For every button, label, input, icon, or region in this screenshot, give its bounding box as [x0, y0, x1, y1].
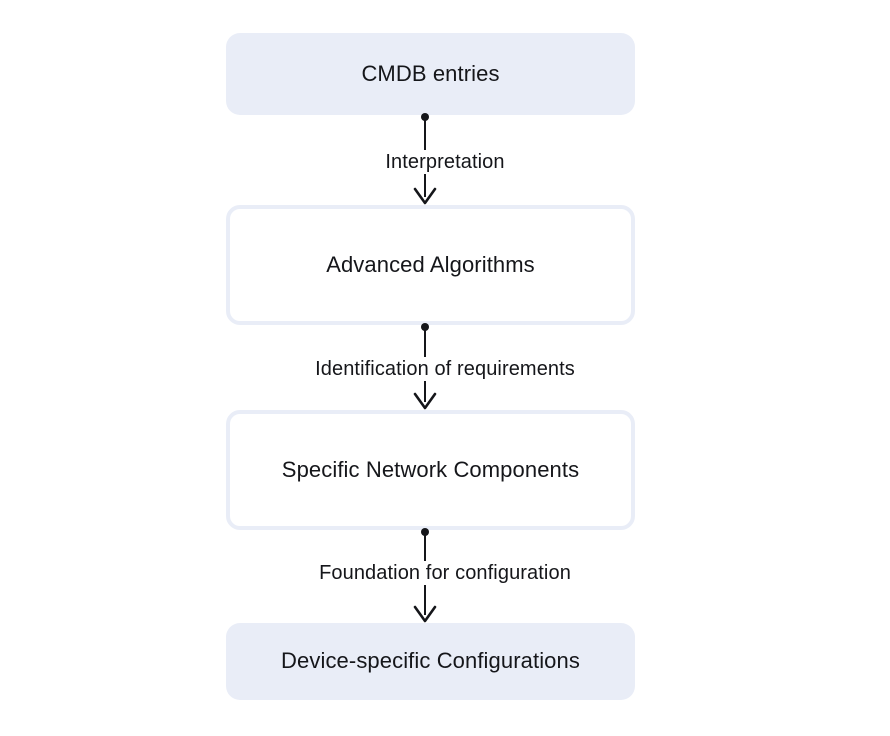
flow-node-label: Advanced Algorithms [326, 251, 535, 277]
flow-node-label: Specific Network Components [281, 456, 580, 482]
flow-edge-label-interpretation: Interpretation [0, 150, 890, 174]
connector-chevron-arrowhead-icon [413, 605, 437, 623]
connector-chevron-arrowhead-icon [413, 392, 437, 410]
flow-edge-label-foundation-for-configuration: Foundation for configuration [0, 561, 890, 585]
flow-edge-label-text: Interpretation [378, 150, 512, 174]
flow-node-advanced-algorithms[interactable]: Advanced Algorithms [226, 205, 635, 325]
flow-node-specific-network-components[interactable]: Specific Network Components [226, 410, 635, 530]
flow-node-label: CMDB entries [361, 60, 500, 86]
flow-node-device-specific-configurations[interactable]: Device-specific Configurations [226, 623, 635, 700]
flow-edge-label-text: Identification of requirements [308, 357, 582, 381]
flow-node-cmdb-entries[interactable]: CMDB entries [226, 33, 635, 115]
connector-chevron-arrowhead-icon [413, 187, 437, 205]
flow-edge-label-identification-of-requirements: Identification of requirements [0, 357, 890, 381]
flow-edge-label-text: Foundation for configuration [312, 561, 578, 585]
flow-node-label: Device-specific Configurations [281, 648, 580, 674]
